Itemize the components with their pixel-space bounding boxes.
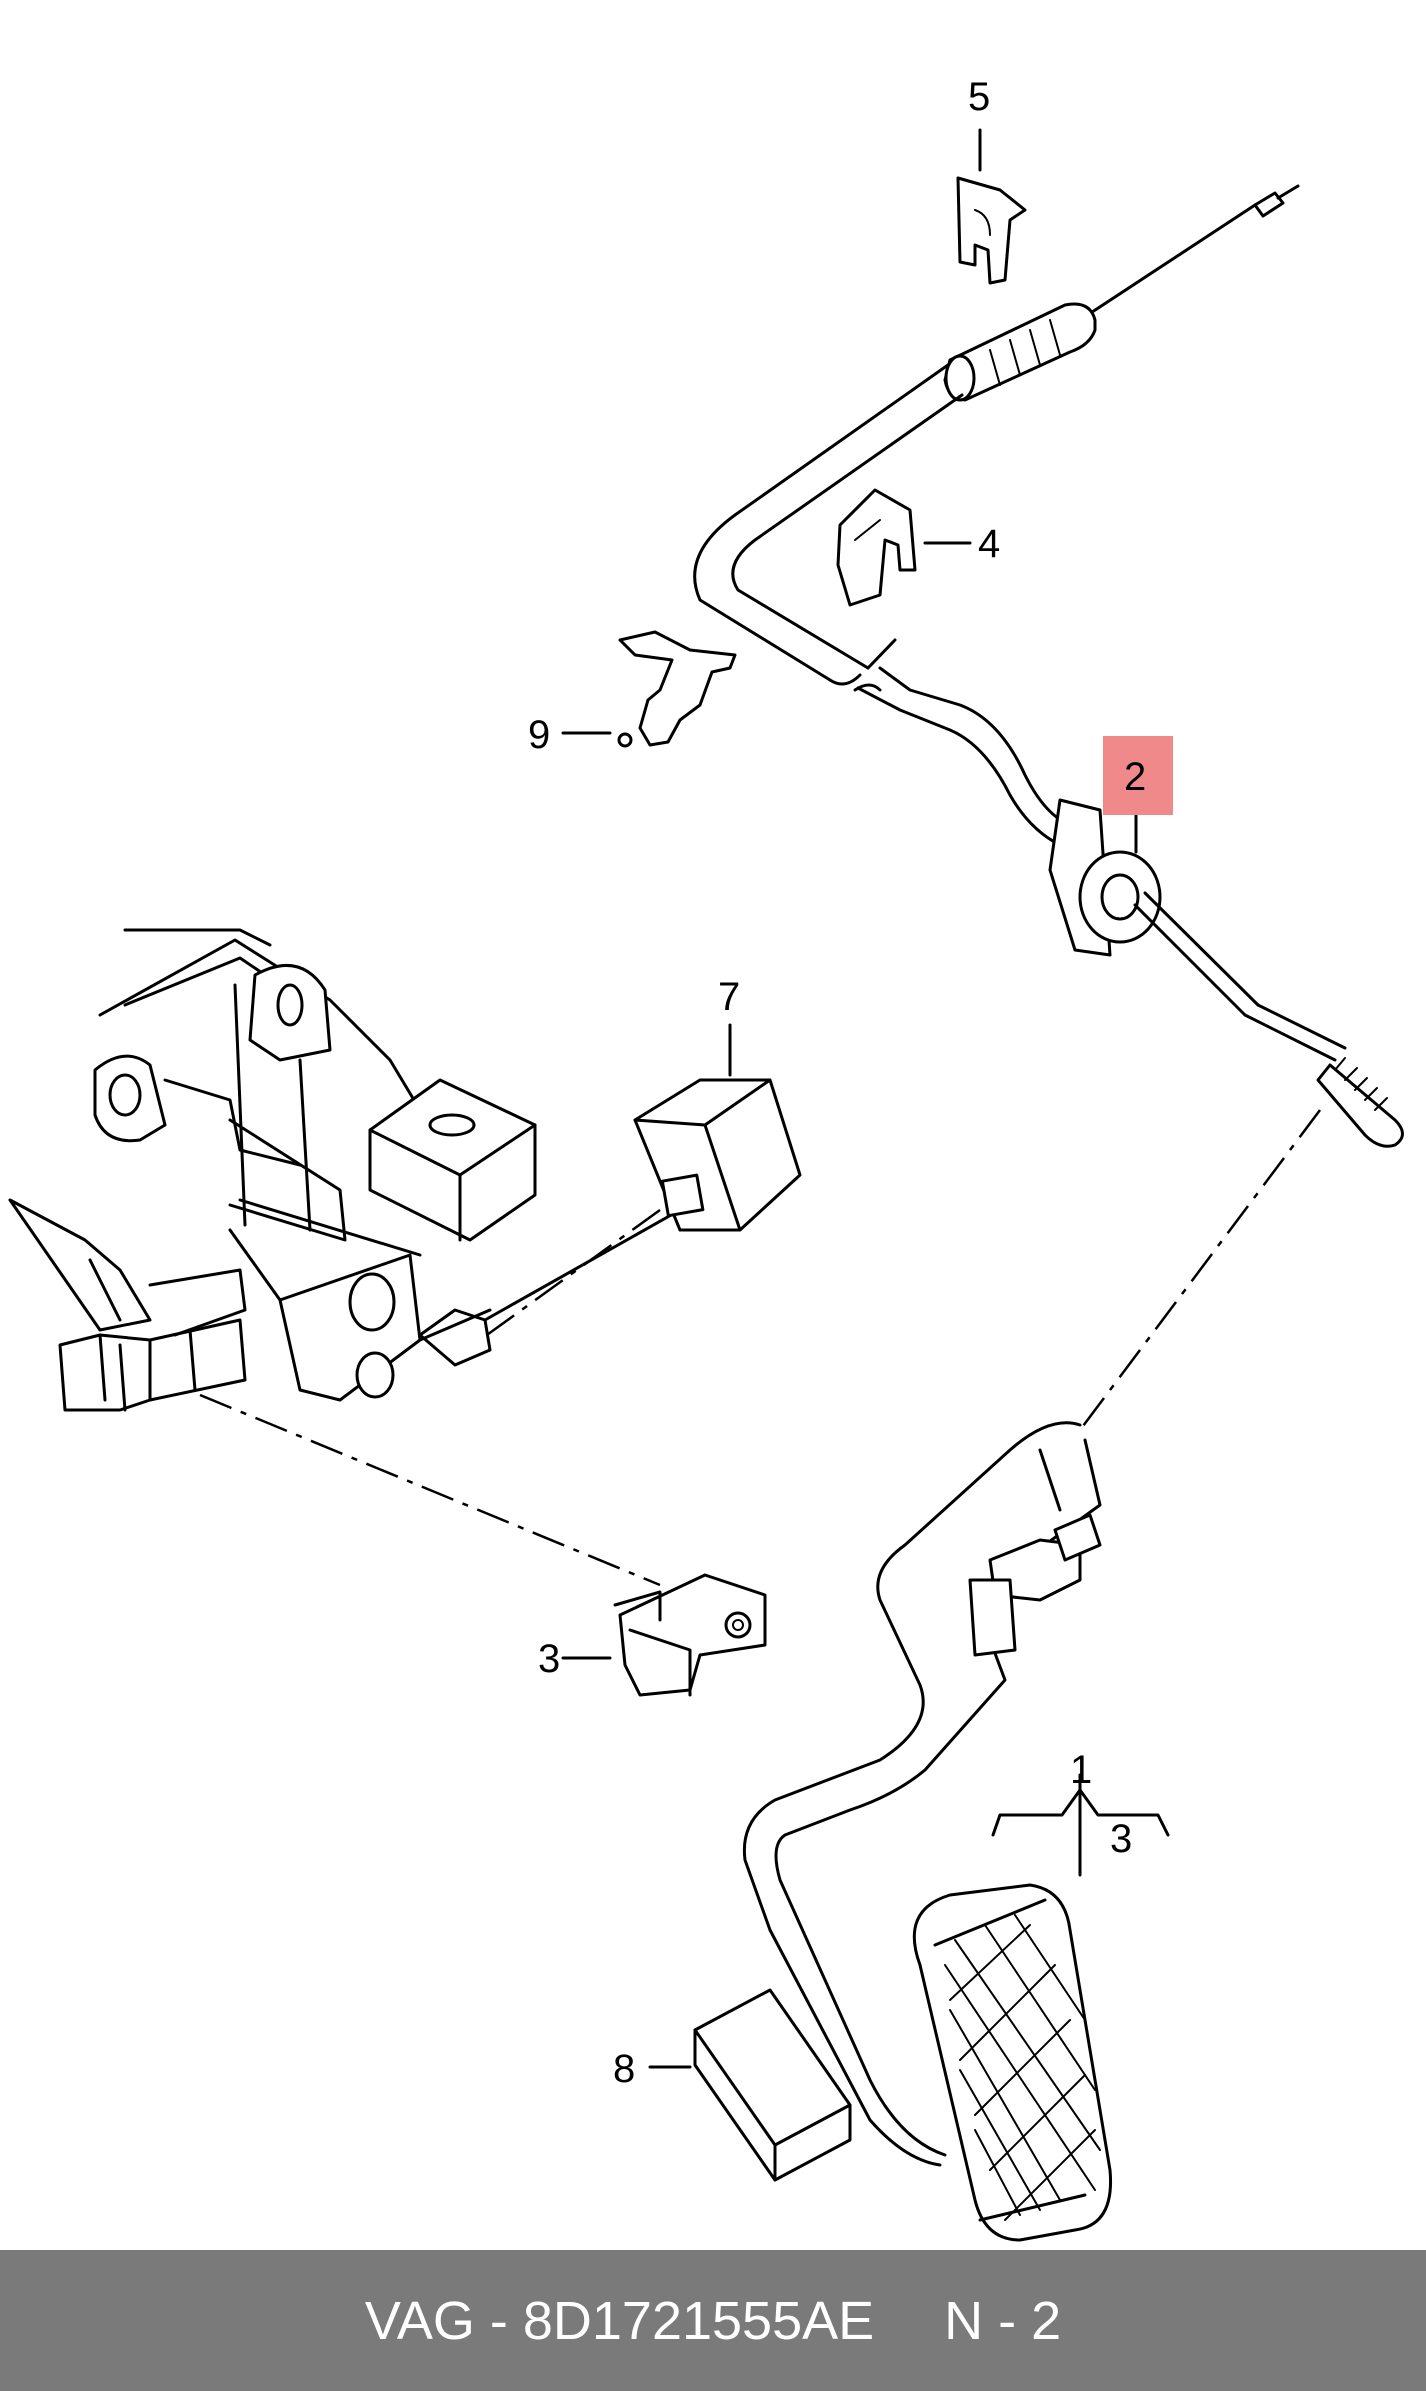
part-3-switch [613, 1573, 767, 1697]
callout-3: 3 [538, 1637, 560, 1681]
callout-8: 8 [613, 2047, 635, 2091]
diagram-position: N - 2 [944, 2290, 1062, 2351]
callout-2-highlight [1103, 736, 1173, 815]
part-9-bracket [617, 630, 737, 748]
accelerator-cable [693, 184, 1404, 1148]
callouts: 5 4 9 2 7 3 1 3 8 [528, 75, 1173, 2091]
callout-9: 9 [528, 713, 550, 757]
accelerator-pedal [742, 1421, 1113, 2242]
pedal-bracket [8, 928, 682, 1412]
callout-1: 1 [1070, 1748, 1092, 1792]
part-7-block [633, 1078, 802, 1232]
part-5-clip [956, 176, 1027, 285]
callout-4: 4 [978, 522, 1000, 566]
leader-lines [561, 128, 1170, 2069]
callout-5: 5 [968, 75, 990, 119]
callout-3-secondary: 3 [1110, 1817, 1132, 1861]
callout-7: 7 [718, 975, 740, 1019]
assembly-lines [199, 1109, 1321, 1587]
footer-bar: VAG - 8D1721555AE N - 2 [0, 2250, 1426, 2391]
part-number: VAG - 8D1721555AE [364, 2290, 875, 2351]
part-4-clip [836, 488, 917, 607]
part-8-block [693, 1988, 852, 2182]
parts-diagram: 5 4 9 2 7 3 1 3 8 [8, 75, 1404, 2242]
callout-2: 2 [1124, 755, 1146, 799]
